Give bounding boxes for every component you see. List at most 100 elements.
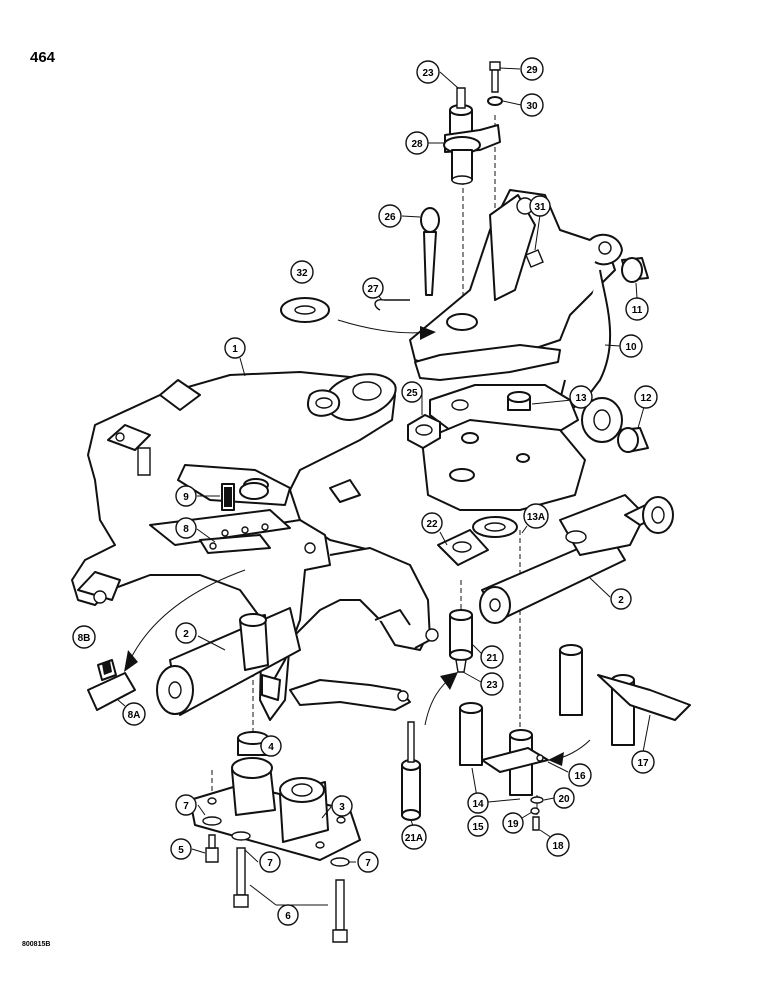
- callout-4: 4: [260, 735, 282, 757]
- svg-text:23: 23: [422, 68, 434, 79]
- callout-21: 21: [480, 645, 504, 669]
- svg-text:26: 26: [384, 212, 396, 223]
- svg-text:8B: 8B: [78, 633, 91, 644]
- loader-frame: [71, 371, 439, 721]
- callout-29: 29: [520, 57, 544, 81]
- svg-text:29: 29: [526, 65, 538, 76]
- callout-11: 11: [625, 297, 649, 321]
- retainer-8a-8b: [87, 659, 136, 711]
- svg-text:7: 7: [267, 858, 273, 869]
- base-plate: [189, 757, 361, 861]
- callout-20: 20: [553, 787, 575, 809]
- page-number: 464: [30, 49, 56, 66]
- svg-text:13: 13: [575, 393, 587, 404]
- callout-8: 8: [175, 517, 197, 539]
- callout-12: 12: [634, 385, 658, 409]
- callout-27: 27: [362, 277, 384, 299]
- upper-pin-28: [443, 87, 501, 185]
- svg-text:7: 7: [365, 858, 371, 869]
- pin-26-27: [374, 207, 440, 311]
- figure-code: 800815B: [22, 941, 50, 948]
- nut-25: [407, 414, 441, 449]
- svg-text:17: 17: [637, 758, 649, 769]
- callout-8b: 8B: [72, 625, 96, 649]
- callout-31: 31: [529, 195, 551, 217]
- svg-text:2: 2: [183, 629, 189, 640]
- callout-3: 3: [331, 795, 353, 817]
- seal-13-and-bearing: [507, 391, 623, 443]
- svg-text:23: 23: [486, 680, 498, 691]
- callout-21a: 21A: [401, 824, 427, 850]
- svg-text:25: 25: [406, 388, 418, 399]
- callout-9: 9: [175, 485, 197, 507]
- nut-31: [525, 249, 544, 268]
- svg-text:2: 2: [618, 595, 624, 606]
- callout-10: 10: [619, 334, 643, 358]
- callout-13: 13: [569, 385, 593, 409]
- swing-cylinder-right: [479, 494, 674, 624]
- pin-17-assembly: [559, 644, 691, 746]
- callout-2-right: 2: [610, 588, 632, 610]
- callout-7-b: 7: [259, 851, 281, 873]
- svg-text:6: 6: [285, 911, 291, 922]
- svg-text:1: 1: [232, 344, 238, 355]
- svg-text:22: 22: [426, 519, 438, 530]
- svg-text:32: 32: [296, 268, 308, 279]
- callout-6: 6: [277, 904, 299, 926]
- svg-text:18: 18: [552, 841, 564, 852]
- small-fasteners-18-19-20: [530, 796, 544, 831]
- callout-14: 14: [467, 792, 489, 814]
- callout-30: 30: [520, 93, 544, 117]
- callout-5: 5: [170, 838, 192, 860]
- callout-17: 17: [631, 750, 655, 774]
- callout-16: 16: [568, 763, 592, 787]
- bolt-29-washer-30: [487, 61, 503, 106]
- callout-18: 18: [546, 833, 570, 857]
- swing-cylinder-left: [156, 607, 301, 716]
- svg-text:5: 5: [178, 845, 184, 856]
- callout-1: 1: [224, 337, 246, 359]
- svg-text:11: 11: [632, 305, 643, 316]
- lower-fasteners: [202, 816, 350, 943]
- svg-text:14: 14: [472, 799, 484, 810]
- svg-text:10: 10: [625, 342, 637, 353]
- svg-text:9: 9: [183, 492, 189, 503]
- callout-32: 32: [290, 260, 314, 284]
- svg-text:20: 20: [558, 794, 570, 805]
- arrow-8a-curve: [129, 569, 246, 661]
- svg-text:7: 7: [183, 801, 189, 812]
- washer-32: [280, 297, 330, 323]
- svg-text:3: 3: [339, 802, 345, 813]
- bushing-12: [617, 427, 649, 453]
- bushing-4: [237, 731, 269, 756]
- bushing-11: [621, 257, 649, 283]
- svg-text:19: 19: [507, 819, 519, 830]
- pin-9-and-plate-8: [221, 482, 269, 511]
- svg-text:21: 21: [486, 653, 498, 664]
- callout-7-c: 7: [357, 851, 379, 873]
- svg-text:21A: 21A: [405, 833, 423, 844]
- svg-text:31: 31: [534, 202, 546, 213]
- svg-text:28: 28: [411, 139, 423, 150]
- pivot-pin-21: [449, 609, 473, 673]
- callout-23-lower: 23: [480, 672, 504, 696]
- callout-26: 26: [378, 204, 402, 228]
- callout-7-a: 7: [175, 794, 197, 816]
- svg-text:12: 12: [640, 393, 652, 404]
- callout-13a: 13A: [523, 503, 549, 529]
- pivot-pin-21a: [401, 721, 421, 821]
- svg-text:4: 4: [268, 742, 274, 753]
- callout-22: 22: [421, 512, 443, 534]
- callout-8a: 8A: [122, 702, 146, 726]
- pins-14-15: [459, 702, 549, 796]
- callout-leaders: [117, 67, 651, 906]
- callout-25: 25: [401, 381, 423, 403]
- washer-22-13a: [437, 516, 518, 566]
- svg-text:30: 30: [526, 101, 538, 112]
- callout-28: 28: [405, 131, 429, 155]
- svg-text:8: 8: [183, 524, 189, 535]
- callout-23-upper: 23: [416, 60, 440, 84]
- svg-text:15: 15: [472, 822, 484, 833]
- boom-swing-bracket: [409, 189, 623, 511]
